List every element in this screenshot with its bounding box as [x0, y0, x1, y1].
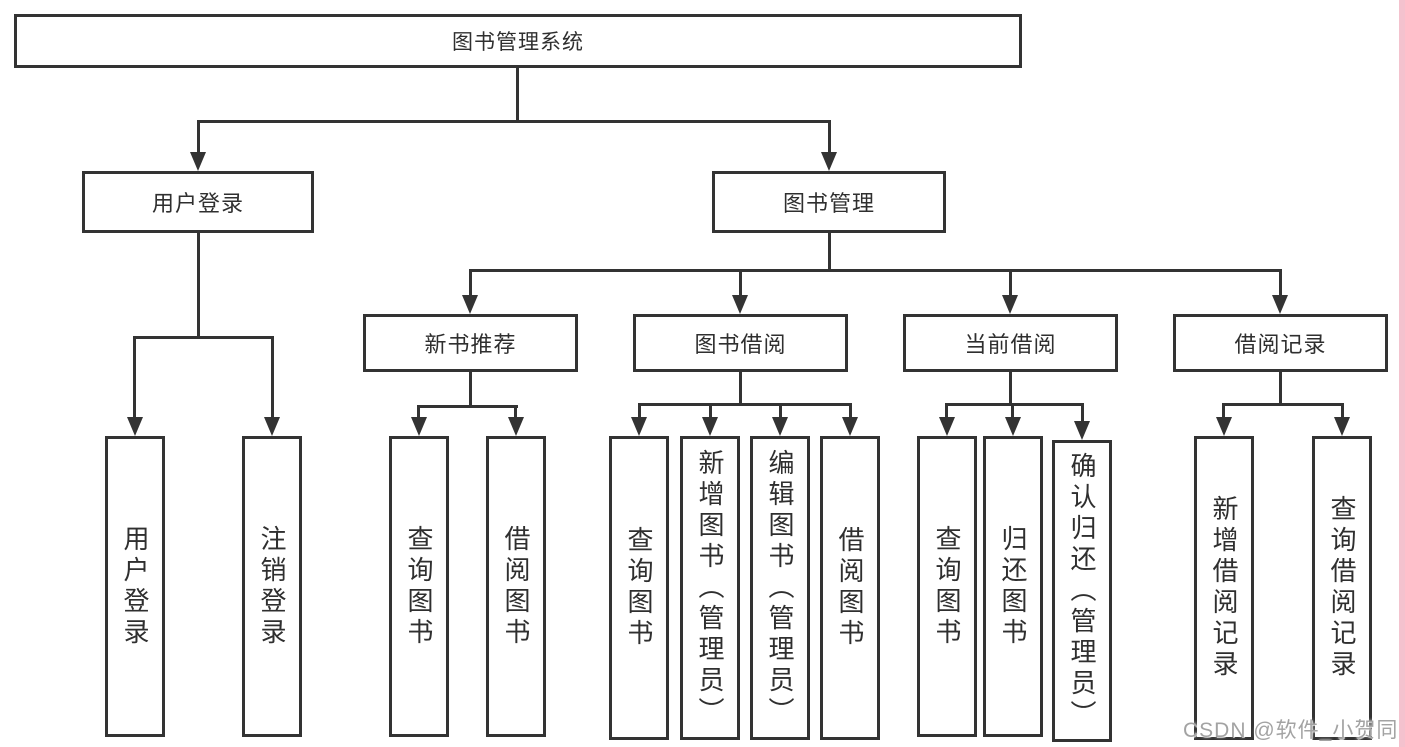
arrow-down-icon	[190, 152, 206, 171]
connector-line	[1222, 403, 1344, 406]
node-label: 查询图书	[624, 526, 654, 650]
node-label: 编辑图书（管理员）	[765, 448, 795, 728]
connector-line	[197, 233, 200, 338]
connector-line	[945, 403, 1084, 406]
node-label: 查询图书	[404, 524, 434, 649]
connector-line	[417, 405, 420, 418]
connector-line	[197, 120, 831, 123]
connector-line	[638, 403, 641, 418]
node-new-book-recommendation: 新书推荐	[363, 314, 578, 372]
connector-line	[1341, 403, 1344, 418]
connector-line	[1279, 269, 1282, 296]
node-borrow-books-leaf: 借阅图书	[820, 436, 880, 740]
connector-line	[271, 336, 274, 418]
connector-line	[516, 67, 519, 121]
node-label: 图书管理	[782, 191, 875, 216]
node-query-books-borrowing: 查询图书	[609, 436, 669, 740]
node-label: 归还图书	[998, 524, 1028, 649]
node-query-borrow-record: 查询借阅记录	[1312, 436, 1372, 740]
connector-line	[469, 269, 472, 296]
arrow-down-icon	[1334, 417, 1350, 436]
node-label: 查询借阅记录	[1327, 495, 1357, 681]
node-logout: 注销登录	[242, 436, 302, 737]
connector-line	[779, 403, 782, 418]
arrow-down-icon	[1005, 417, 1021, 436]
node-label: 图书借阅	[694, 332, 787, 357]
node-add-borrow-record: 新增借阅记录	[1194, 436, 1254, 740]
connector-line	[133, 336, 274, 339]
node-query-books-current: 查询图书	[917, 436, 977, 737]
node-label: 新增图书（管理员）	[695, 448, 725, 728]
node-label: 借阅图书	[835, 526, 865, 650]
connector-line	[133, 336, 136, 418]
arrow-down-icon	[1002, 295, 1018, 314]
connector-line	[469, 269, 1282, 272]
arrow-down-icon	[264, 417, 280, 436]
node-return-books: 归还图书	[983, 436, 1043, 737]
arrow-down-icon	[732, 295, 748, 314]
connector-line	[739, 269, 742, 296]
node-current-borrowing: 当前借阅	[903, 314, 1118, 372]
arrow-down-icon	[1074, 421, 1090, 440]
node-edit-books-admin: 编辑图书（管理员）	[750, 436, 810, 740]
connector-line	[739, 372, 742, 406]
node-label: 用户登录	[120, 524, 150, 649]
connector-line	[1009, 269, 1012, 296]
connector-line	[1011, 403, 1014, 418]
node-label: 当前借阅	[964, 332, 1057, 357]
arrow-down-icon	[631, 417, 647, 436]
arrow-down-icon	[411, 417, 427, 436]
node-label: 注销登录	[257, 524, 287, 649]
connector-line	[709, 403, 712, 418]
node-borrowing-records: 借阅记录	[1173, 314, 1388, 372]
connector-line	[828, 233, 831, 271]
connector-line	[1081, 403, 1084, 422]
arrow-down-icon	[702, 417, 718, 436]
node-user-login: 用户登录	[82, 171, 314, 233]
node-query-books-recommend: 查询图书	[389, 436, 449, 737]
arrow-down-icon	[1216, 417, 1232, 436]
connector-line	[469, 372, 472, 408]
arrow-down-icon	[772, 417, 788, 436]
connector-line	[417, 405, 518, 408]
arrow-down-icon	[1272, 295, 1288, 314]
connector-line	[1222, 403, 1225, 418]
node-label: 新书推荐	[424, 332, 517, 357]
node-user-login-leaf: 用户登录	[105, 436, 165, 737]
node-book-borrowing: 图书借阅	[633, 314, 848, 372]
node-add-books-admin: 新增图书（管理员）	[680, 436, 740, 740]
node-book-management: 图书管理	[712, 171, 946, 233]
node-label: 新增借阅记录	[1209, 495, 1239, 681]
arrow-down-icon	[842, 417, 858, 436]
node-confirm-return-admin: 确认归还（管理员）	[1052, 440, 1112, 742]
node-label: 确认归还（管理员）	[1067, 451, 1097, 731]
arrow-down-icon	[127, 417, 143, 436]
csdn-watermark-text: CSDN @软件_小贺同学	[1183, 719, 1405, 742]
node-label: 借阅图书	[501, 524, 531, 649]
right-edge-watermark-strip	[1399, 0, 1405, 747]
arrow-down-icon	[508, 417, 524, 436]
node-borrow-books-recommend: 借阅图书	[486, 436, 546, 737]
arrow-down-icon	[821, 152, 837, 171]
arrow-down-icon	[939, 417, 955, 436]
arrow-down-icon	[462, 295, 478, 314]
connector-line	[197, 120, 200, 153]
connector-line	[828, 120, 831, 153]
connector-line	[1009, 372, 1012, 406]
connector-line	[1279, 372, 1282, 406]
connector-line	[514, 405, 517, 418]
connector-line	[638, 403, 852, 406]
connector-line	[849, 403, 852, 418]
node-library-system-root: 图书管理系统	[14, 14, 1022, 68]
node-label: 用户登录	[151, 191, 244, 216]
node-label: 查询图书	[932, 524, 962, 649]
node-label: 图书管理系统	[452, 31, 584, 54]
node-label: 借阅记录	[1234, 332, 1327, 357]
connector-line	[945, 403, 948, 418]
